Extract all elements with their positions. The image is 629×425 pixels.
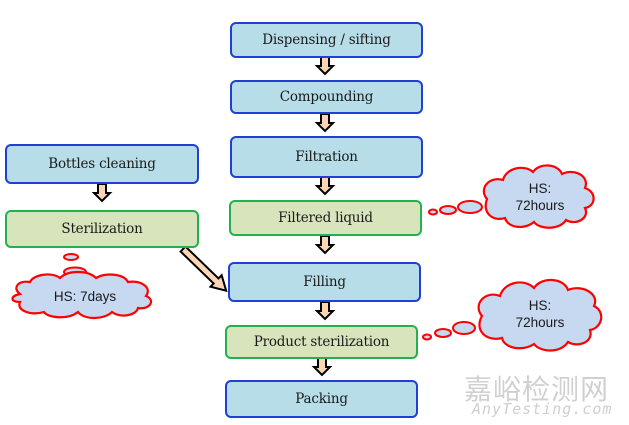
- arrow-filling-to-product-sterilization: [316, 301, 334, 320]
- callout-text-product-sterilization: HS: 72hours: [492, 297, 588, 331]
- callout-line1: HS: 7days: [53, 289, 117, 304]
- watermark-chinese: 嘉峪检测网: [464, 373, 610, 406]
- step-label: Sterilization: [61, 221, 143, 237]
- step-label: Bottles cleaning: [48, 156, 156, 172]
- arrow-sterilization-to-filling: [179, 245, 228, 293]
- arrow-compounding-to-filtration: [316, 113, 334, 132]
- arrow-filtration-to-filtered-liquid: [316, 176, 334, 195]
- callout-line1: HS:: [528, 181, 552, 196]
- step-product-sterilization: Product sterilization: [225, 325, 418, 359]
- callout-line2: 72hours: [515, 198, 565, 213]
- arrow-product-sterilization-to-packing: [313, 357, 331, 376]
- step-label: Dispensing / sifting: [262, 32, 391, 48]
- step-packing: Packing: [225, 380, 418, 418]
- step-label: Filling: [303, 274, 346, 290]
- step-bottles-cleaning: Bottles cleaning: [5, 144, 199, 184]
- arrow-filtered-liquid-to-filling: [316, 235, 334, 254]
- step-label: Product sterilization: [253, 334, 390, 350]
- arrow-bottles-cleaning-to-sterilization: [93, 183, 111, 202]
- step-filling: Filling: [228, 262, 421, 302]
- arrow-dispensing-to-compounding: [316, 56, 334, 75]
- step-label: Filtration: [295, 149, 358, 165]
- step-compounding: Compounding: [230, 80, 423, 114]
- callout-line2: 72hours: [515, 315, 565, 330]
- watermark-site: AnyTesting.com: [472, 400, 613, 418]
- step-filtered-liquid: Filtered liquid: [229, 200, 422, 236]
- step-label: Compounding: [279, 89, 374, 105]
- callout-line1: HS:: [528, 298, 552, 313]
- step-dispensing-sifting: Dispensing / sifting: [230, 22, 423, 58]
- step-label: Filtered liquid: [278, 210, 373, 226]
- step-label: Packing: [295, 391, 348, 407]
- callout-cloud-product-sterilization: [422, 278, 603, 352]
- callout-text-filtered-liquid: HS: 72hours: [495, 180, 585, 214]
- callout-text-sterilization: HS: 7days: [30, 288, 140, 305]
- step-sterilization: Sterilization: [5, 210, 199, 248]
- step-filtration: Filtration: [230, 136, 423, 178]
- callout-cloud-sterilization: [11, 253, 153, 320]
- callout-cloud-filtered-liquid: [428, 164, 595, 229]
